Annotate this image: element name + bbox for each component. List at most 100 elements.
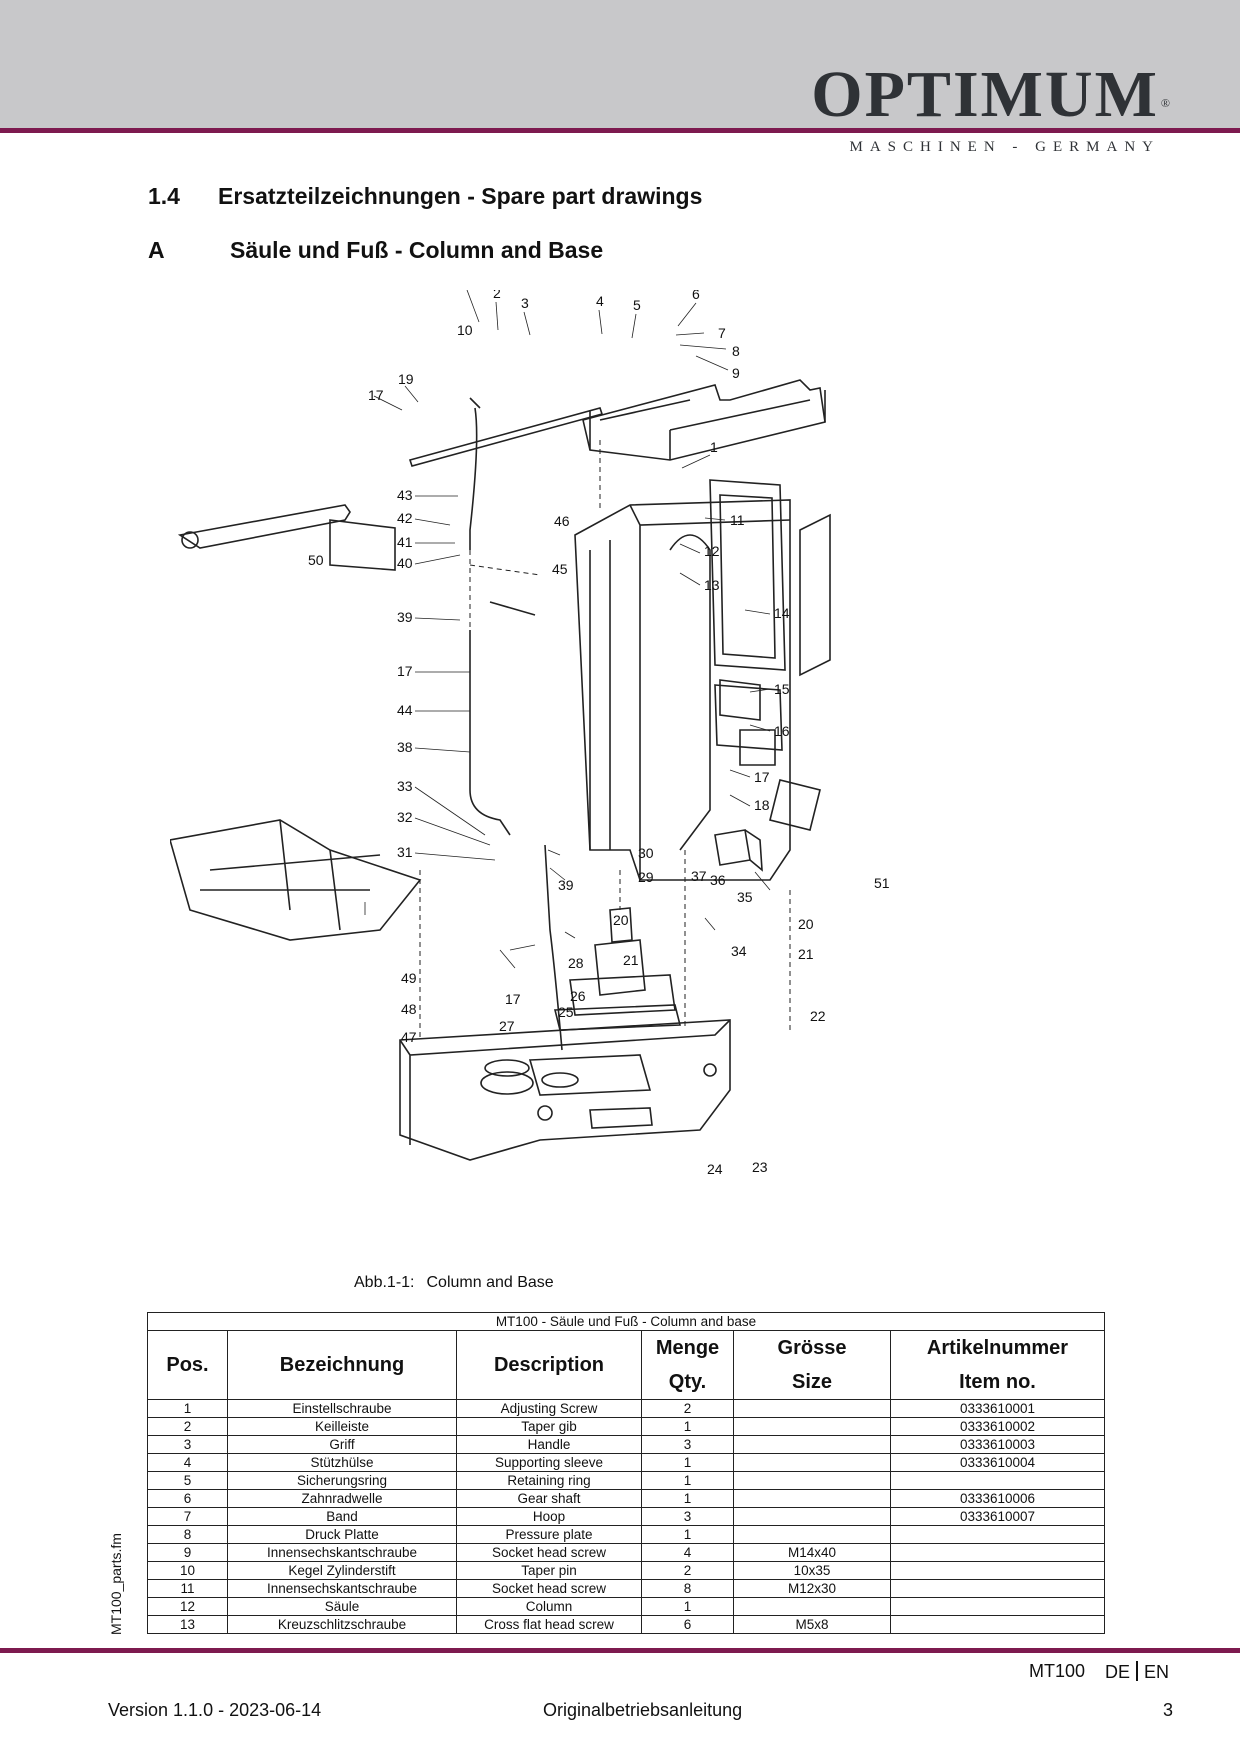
callout-30: 30 — [638, 845, 654, 861]
callout-8: 5 — [633, 297, 641, 313]
table-cell-qty: 1 — [641, 1489, 734, 1508]
callout-17-base: 17 — [505, 991, 521, 1007]
callout-1-right: 8 — [732, 343, 740, 359]
table-cell-de: Sicherungsring — [227, 1471, 457, 1490]
table-cell-de: Innensechskantschraube — [227, 1543, 457, 1562]
callout-18: 16 — [774, 723, 790, 739]
callout-1-left: 17 — [368, 387, 384, 403]
callout-22: 22 — [810, 1008, 826, 1024]
subsection-letter: A — [148, 237, 165, 263]
table-cell-item: 0333610001 — [889, 1399, 1106, 1418]
subsection-heading: A Säule und Fuß - Column and Base — [148, 237, 603, 264]
callout-25: 25 — [558, 1004, 574, 1020]
callout-23: 23 — [752, 1159, 768, 1175]
callout-17-mid: 17 — [754, 769, 770, 785]
table-cell-size: M14x40 — [733, 1543, 891, 1562]
table-cell-size: M5x8 — [733, 1615, 891, 1634]
table-cell-en: Socket head screw — [456, 1543, 642, 1562]
callout-21-left: 21 — [623, 952, 639, 968]
callout-29: 29 — [638, 869, 654, 885]
logo-text: OPTIMUM — [811, 58, 1159, 131]
callout-45: 45 — [552, 561, 568, 577]
callout-27: 27 — [499, 1018, 515, 1034]
table-cell-en: Column — [456, 1597, 642, 1616]
table-cell-pos: 11 — [147, 1579, 228, 1598]
callout-13: 11 — [730, 512, 745, 528]
callout-38: 38 — [397, 739, 413, 755]
table-cell-en: Taper pin — [456, 1561, 642, 1580]
table-cell-en: Pressure plate — [456, 1525, 642, 1544]
callout-31: 31 — [397, 844, 413, 860]
col-header-bezeichnung: Bezeichnung — [227, 1330, 457, 1400]
table-cell-qty: 3 — [641, 1507, 734, 1526]
table-cell-size — [733, 1453, 891, 1472]
table-cell-de: Druck Platte — [227, 1525, 457, 1544]
table-cell-size — [733, 1435, 891, 1454]
callout-40: 40 — [397, 555, 413, 571]
table-cell-size — [733, 1489, 891, 1508]
table-cell-item: 0333610003 — [889, 1435, 1106, 1454]
subsection-title: Säule und Fuß - Column and Base — [230, 237, 604, 263]
col-header-item-label: Item no. — [959, 1371, 1036, 1393]
callout-10: 7 — [718, 325, 726, 341]
col-header-pos: Pos. — [147, 1330, 228, 1400]
table-cell-en: Cross flat head screw — [456, 1615, 642, 1634]
table-cell-pos: 6 — [147, 1489, 228, 1508]
table-cell-de: Band — [227, 1507, 457, 1526]
callout-49: 49 — [401, 970, 417, 986]
table-cell-qty: 2 — [641, 1561, 734, 1580]
callout-43: 43 — [397, 487, 413, 503]
table-cell-qty: 3 — [641, 1435, 734, 1454]
callout-51: 51 — [874, 875, 890, 891]
callout-28: 28 — [568, 955, 584, 971]
callout-21-right: 21 — [798, 946, 814, 962]
callout-37: 37 — [691, 868, 707, 884]
callout-39-top: 39 — [397, 609, 413, 625]
table-cell-qty: 1 — [641, 1597, 734, 1616]
table-cell-qty: 1 — [641, 1525, 734, 1544]
callout-26: 26 — [570, 988, 586, 1004]
table-cell-qty: 1 — [641, 1417, 734, 1436]
col-header-size-label: Size — [791, 1371, 833, 1393]
callout-7: 4 — [596, 293, 604, 309]
callout-14: 12 — [704, 543, 720, 559]
table-cell-pos: 1 — [147, 1399, 228, 1418]
table-cell-item: 0333610006 — [889, 1489, 1106, 1508]
table-cell-item — [889, 1471, 1106, 1490]
parts-table: MT100 - Säule und Fuß - Column and base … — [146, 1312, 1106, 1634]
callout-33: 33 — [397, 778, 413, 794]
callout-34: 34 — [731, 943, 747, 959]
table-cell-qty: 1 — [641, 1453, 734, 1472]
callout-50: 50 — [308, 552, 324, 568]
callout-19: 18 — [754, 797, 770, 813]
table-cell-de: Einstellschraube — [227, 1399, 457, 1418]
table-cell-qty: 1 — [641, 1471, 734, 1490]
logo-tagline: MASCHINEN - GERMANY — [849, 139, 1160, 155]
table-cell-pos: 10 — [147, 1561, 228, 1580]
callout-6: 3 — [521, 295, 529, 311]
callout-39-bottom: 39 — [558, 877, 574, 893]
table-cell-qty: 2 — [641, 1399, 734, 1418]
callout-46: 46 — [554, 513, 570, 529]
table-cell-pos: 3 — [147, 1435, 228, 1454]
callout-32: 32 — [397, 809, 413, 825]
table-cell-pos: 13 — [147, 1615, 228, 1634]
callout-24: 24 — [707, 1161, 723, 1177]
table-cell-qty: 4 — [641, 1543, 734, 1562]
section-title: Ersatzteilzeichnungen - Spare part drawi… — [218, 183, 703, 209]
figure-caption: Abb.1-1:Column and Base — [354, 1274, 554, 1292]
table-cell-qty: 6 — [641, 1615, 734, 1634]
callout-42: 42 — [397, 510, 413, 526]
table-cell-pos: 9 — [147, 1543, 228, 1562]
figure-caption-text: Column and Base — [426, 1274, 554, 1291]
table-cell-en: Adjusting Screw — [456, 1399, 642, 1418]
callout-35: 35 — [737, 889, 753, 905]
